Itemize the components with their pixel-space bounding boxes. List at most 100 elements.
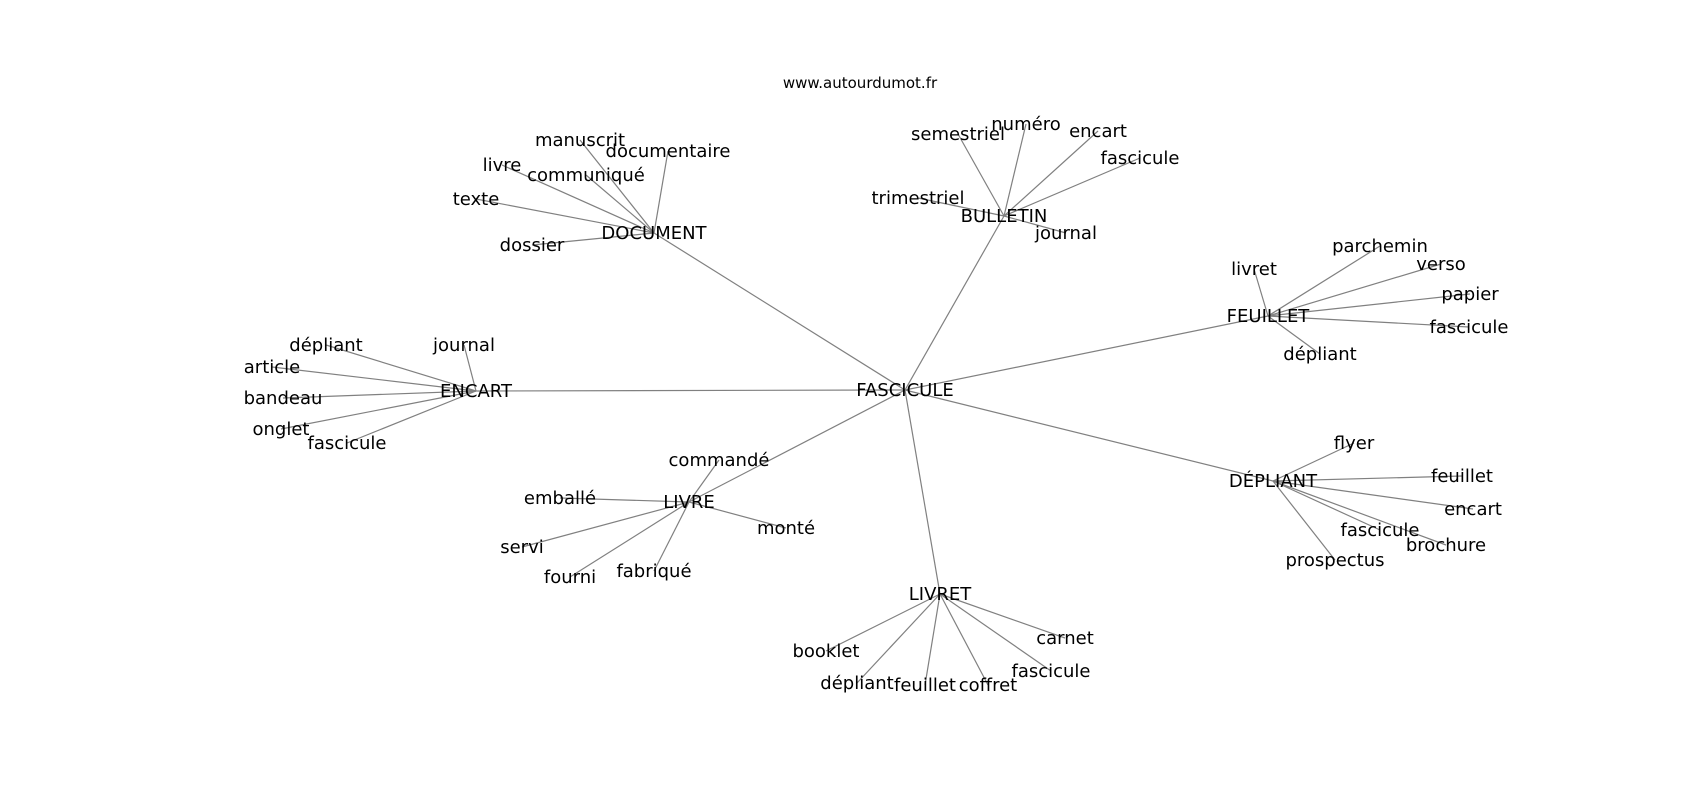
edge-hub-to-word <box>325 344 477 392</box>
edge-hub-to-word <box>1267 245 1381 317</box>
edge-hub-to-word <box>585 174 655 234</box>
hub-node-label: FEUILLET <box>1227 306 1311 327</box>
word-node-label: communiqué <box>527 165 645 186</box>
edge-center-to-hub <box>904 389 941 595</box>
edge-hub-to-word <box>559 497 690 503</box>
edge-hub-to-word <box>346 390 477 444</box>
word-node-label: journal <box>432 335 495 356</box>
word-node-label: dépliant <box>1283 344 1356 365</box>
word-node-label: fascicule <box>1429 317 1508 338</box>
edge-hub-to-word <box>1267 263 1442 317</box>
edge-hub-to-word <box>531 232 655 246</box>
word-node-label: semestriel <box>911 124 1005 145</box>
word-node-label: coffret <box>959 675 1017 696</box>
edge-hub-to-word <box>1003 157 1141 217</box>
edges <box>271 123 1474 686</box>
edge-center-to-hub <box>904 315 1269 391</box>
edge-hub-to-word <box>939 593 1052 672</box>
word-node-label: fourni <box>544 567 596 588</box>
edge-hub-to-word <box>280 390 477 430</box>
edge-hub-to-word <box>1003 130 1099 217</box>
word-node-label: fascicule <box>1011 661 1090 682</box>
word-node-label: dépliant <box>289 335 362 356</box>
word-node-label: commandé <box>669 450 770 471</box>
center-node-label: FASCICULE <box>856 380 953 401</box>
word-node-label: dossier <box>500 235 565 256</box>
word-node-label: onglet <box>253 419 310 440</box>
edge-hub-to-word <box>282 390 477 399</box>
word-node-label: trimestriel <box>872 188 965 209</box>
word-node-label: documentaire <box>606 141 731 162</box>
word-node-label: carnet <box>1036 628 1094 649</box>
edge-center-to-hub <box>904 389 1274 482</box>
word-node-label: dépliant <box>820 673 893 694</box>
edge-hub-to-word <box>688 459 720 503</box>
hub-node-label: BULLETIN <box>961 206 1048 227</box>
edge-hub-to-word <box>1003 215 1067 234</box>
word-node-label: numéro <box>991 114 1060 135</box>
edge-hub-to-word <box>1267 315 1321 355</box>
edge-hub-to-word <box>688 501 787 529</box>
word-node-label: monté <box>757 518 815 539</box>
word-node-label: article <box>244 357 300 378</box>
word-node-label: parchemin <box>1332 236 1428 257</box>
edge-hub-to-word <box>1272 480 1447 546</box>
edge-center-to-hub <box>475 389 906 392</box>
hub-node-label: LIVRET <box>909 584 973 605</box>
edge-hub-to-word <box>475 198 655 234</box>
edge-hub-to-word <box>957 133 1005 217</box>
word-node-label: prospectus <box>1285 550 1384 571</box>
edge-hub-to-word <box>939 593 1066 639</box>
word-node-label: verso <box>1416 254 1466 275</box>
word-node-label: servi <box>500 537 544 558</box>
edge-hub-to-word <box>1272 442 1355 482</box>
edge-hub-to-word <box>501 164 655 234</box>
edge-hub-to-word <box>271 366 477 392</box>
word-node-label: feuillet <box>1431 466 1493 487</box>
word-node-label: fabriqué <box>616 561 691 582</box>
hub-node-label: LIVRE <box>663 492 715 513</box>
edge-hub-to-word <box>1272 480 1336 561</box>
edge-hub-to-word <box>1267 315 1470 328</box>
edge-hub-to-word <box>521 501 690 548</box>
edge-hub-to-word <box>1272 480 1474 510</box>
edge-hub-to-word <box>463 344 477 392</box>
word-node-label: journal <box>1034 223 1097 244</box>
word-node-label: fascicule <box>1340 520 1419 541</box>
hub-node-label: ENCART <box>440 381 513 402</box>
word-node-label: livret <box>1231 259 1277 280</box>
word-node-label: brochure <box>1406 535 1486 556</box>
edge-hub-to-word <box>653 501 690 572</box>
edge-hub-to-word <box>825 593 941 652</box>
word-node-label: booklet <box>792 641 859 662</box>
word-node-label: flyer <box>1334 433 1375 454</box>
edge-center-to-hub <box>904 215 1005 391</box>
word-node-label: livre <box>483 155 522 176</box>
edge-hub-to-word <box>1267 293 1471 317</box>
edge-hub-to-word <box>1253 268 1269 317</box>
edge-center-to-hub <box>653 232 906 391</box>
edge-hub-to-word <box>1003 123 1027 217</box>
edge-hub-to-word <box>579 139 655 234</box>
edge-hub-to-word <box>939 593 989 686</box>
word-node-label: manuscrit <box>535 130 625 151</box>
word-node-label: papier <box>1441 284 1499 305</box>
source-url-label: www.autourdumot.fr <box>783 74 938 92</box>
edge-hub-to-word <box>924 593 941 686</box>
edge-hub-to-word <box>856 593 941 684</box>
word-node-label: fascicule <box>307 433 386 454</box>
edge-hub-to-word <box>917 197 1005 217</box>
edge-hub-to-word <box>1272 480 1381 531</box>
edge-center-to-hub <box>688 389 906 503</box>
word-node-label: feuillet <box>894 675 956 696</box>
word-node-label: emballé <box>524 488 596 509</box>
word-node-label: texte <box>453 189 500 210</box>
word-node-label: fascicule <box>1100 148 1179 169</box>
word-node-label: bandeau <box>244 388 323 409</box>
hub-node-label: DOCUMENT <box>601 223 707 244</box>
word-node-label: encart <box>1444 499 1502 520</box>
hub-node-label: DÉPLIANT <box>1229 470 1318 492</box>
edge-hub-to-word <box>653 150 669 234</box>
